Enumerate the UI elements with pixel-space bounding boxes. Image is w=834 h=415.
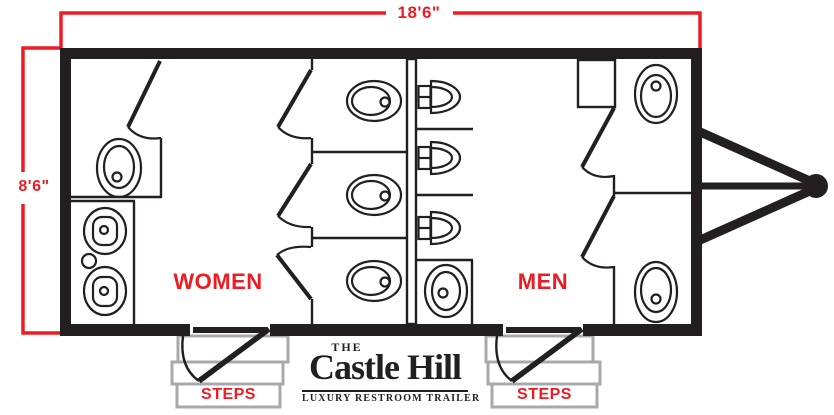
urinal-icon (417, 210, 462, 246)
trailer-hitch (696, 126, 828, 246)
toilet-icon (633, 63, 679, 125)
entrance-doors (181, 326, 584, 384)
toilet-icon (633, 260, 679, 324)
logo-prefix: THE (331, 340, 363, 354)
toilet-icon (345, 259, 403, 303)
width-dimension-label: 18'6" (397, 3, 441, 22)
door-swing (276, 162, 313, 229)
men-steps-label: STEPS (517, 386, 572, 403)
interior-walls (71, 58, 691, 324)
drain-icon (80, 252, 98, 270)
men-fixtures (417, 63, 679, 324)
door-swing (580, 195, 616, 269)
toilet-icon (345, 173, 403, 217)
toilet-icon (95, 137, 143, 199)
door-swing (126, 60, 162, 140)
door-swing (181, 326, 271, 384)
center-partition-wall (405, 57, 418, 326)
height-dimension-label: 8'6" (18, 178, 50, 195)
cabinet (576, 58, 617, 109)
logo-wordmark: Castle Hill (309, 347, 462, 387)
women-fixtures (80, 79, 403, 317)
stall-doors (126, 60, 616, 301)
toilet-icon (345, 79, 403, 123)
door-swing (580, 107, 616, 179)
left-dimension-line (21, 46, 60, 335)
hitch-ball-icon (804, 174, 828, 198)
urinal-icon (417, 140, 462, 176)
door-swing (275, 245, 313, 301)
door-swing (276, 68, 313, 140)
door-swing (495, 326, 584, 384)
sink-icon (423, 263, 469, 319)
women-room-label: WOMEN (173, 269, 263, 294)
sink-icon (82, 206, 128, 256)
men-room-label: MEN (517, 269, 569, 294)
urinal-icon (417, 79, 462, 115)
trailer-walls (60, 48, 702, 336)
sink-icon (82, 265, 128, 317)
logo-tagline: LUXURY RESTROOM TRAILER (302, 390, 479, 404)
top-dimension-line (59, 11, 702, 48)
entrance-door-panels (193, 327, 580, 333)
women-steps-label: STEPS (201, 386, 256, 403)
